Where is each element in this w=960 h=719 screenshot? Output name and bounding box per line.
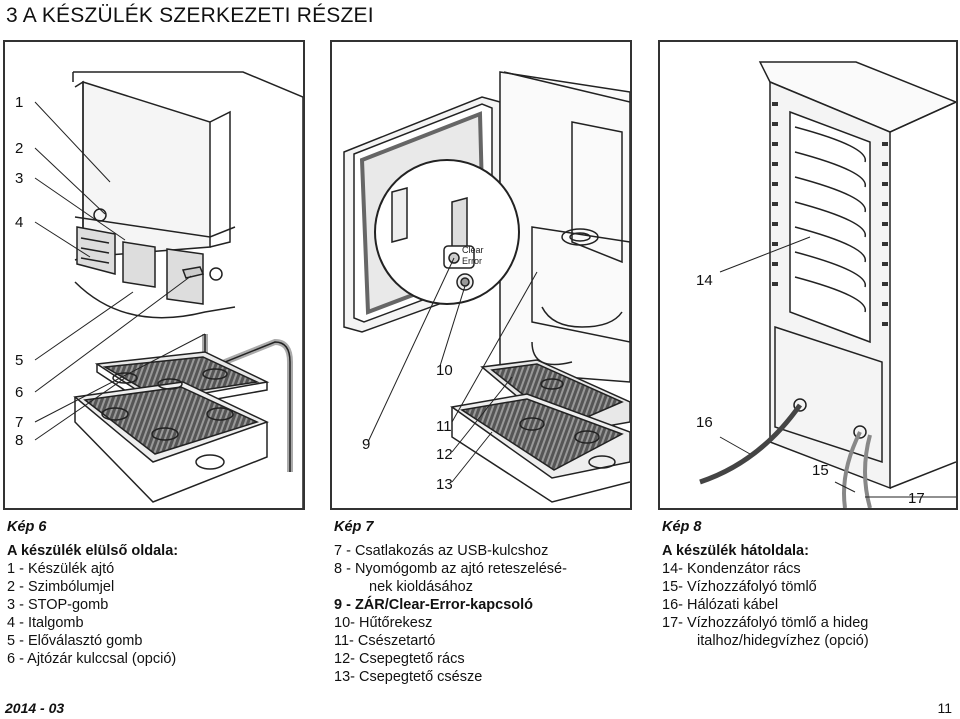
label-17: 17: [908, 490, 925, 507]
open-door-drawing: Clear Error: [343, 71, 630, 503]
label-10: 10: [436, 362, 453, 379]
label-3: 3: [15, 170, 24, 187]
label-9: 9: [362, 436, 371, 453]
caption-item: 9 - ZÁR/Clear-Error-kapcsoló: [334, 597, 534, 613]
caption-item: 7 - Csatlakozás az USB-kulcshoz: [334, 543, 549, 559]
caption-figure-number: Kép 6: [7, 519, 47, 535]
footer-date: 2014 - 03: [5, 700, 65, 716]
label-14: 14: [696, 272, 713, 289]
label-13: 13: [436, 476, 453, 493]
caption-item: 15- Vízhozzáfolyó tömlő: [662, 579, 817, 595]
caption-item: 6 - Ajtózár kulccsal (opció): [7, 651, 177, 667]
caption-item: 11- Csészetartó: [334, 633, 436, 649]
label-7: 7: [15, 414, 24, 431]
label-12: 12: [436, 446, 453, 463]
caption-item: 10- Hűtőrekesz: [334, 615, 433, 631]
caption-item: 2 - Szimbólumjel: [7, 579, 115, 595]
caption-header: A készülék elülső oldala:: [7, 543, 179, 559]
section-title: 3 A KÉSZÜLÉK SZERKEZETI RÉSZEI: [6, 4, 374, 27]
caption-item: 12- Csepegtető rács: [334, 651, 465, 667]
label-4: 4: [15, 214, 24, 231]
caption-open-door-view: Kép 7 7 - Csatlakozás az USB-kulcshoz 8 …: [334, 518, 567, 686]
label-11: 11: [436, 418, 452, 435]
figure-open-door-view: Clear Error 9 10 11 12 13: [330, 40, 632, 510]
caption-item: 13- Csepegtető csésze: [334, 669, 483, 685]
front-view-drawing: [34, 71, 303, 508]
page-number: 11: [937, 700, 952, 716]
caption-item: 16- Hálózati kábel: [662, 597, 779, 613]
caption-item: 4 - Italgomb: [7, 615, 84, 631]
caption-item: 8 - Nyomógomb az ajtó reteszelésé-: [334, 561, 567, 577]
label-6: 6: [15, 384, 24, 401]
caption-header: A készülék hátoldala:: [662, 543, 809, 559]
caption-item-continuation: italhoz/hidegvízhez (opció): [697, 633, 869, 649]
caption-item: 5 - Előválasztó gomb: [7, 633, 143, 649]
label-1: 1: [15, 94, 24, 111]
figure-rear-view: 14 16 15 17: [658, 40, 958, 510]
label-8: 8: [15, 432, 24, 449]
caption-figure-number: Kép 7: [334, 519, 374, 535]
caption-item: 14- Kondenzátor rács: [662, 561, 801, 577]
figure-front-view: 1 2 3 4 5 6 7 8: [3, 40, 305, 510]
caption-figure-number: Kép 8: [662, 519, 702, 535]
label-5: 5: [15, 352, 24, 369]
caption-item: 1 - Készülék ajtó: [7, 561, 115, 577]
caption-rear-view: Kép 8 A készülék hátoldala: 14- Kondenzá…: [662, 518, 869, 650]
rear-view-drawing: [699, 61, 956, 508]
caption-item: 3 - STOP-gomb: [7, 597, 109, 613]
caption-front-view: Kép 6 A készülék elülső oldala: 1 - Kész…: [7, 518, 178, 668]
caption-item: 17- Vízhozzáfolyó tömlő a hideg: [662, 615, 869, 631]
label-16: 16: [696, 414, 713, 431]
clear-text: Clear: [462, 245, 484, 255]
error-text: Error: [462, 256, 482, 266]
caption-item-continuation: nek kioldásához: [369, 579, 473, 595]
label-2: 2: [15, 140, 24, 157]
label-15: 15: [812, 462, 829, 479]
